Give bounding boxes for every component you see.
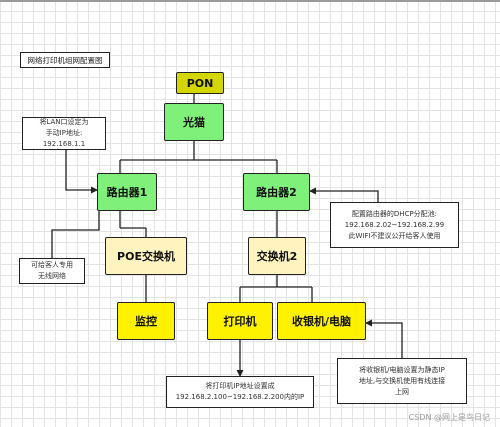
- note-guest-wifi: 可给客人专用 无线网络: [19, 258, 85, 284]
- node-pon: PON: [176, 72, 224, 94]
- node-poe-switch: POE交换机: [105, 237, 187, 275]
- callout-guest-wifi: [51, 211, 100, 258]
- note-lan-ip: 将LAN口设定为 手动IP地址: 192.168.1.1: [22, 117, 106, 150]
- node-router-2: 路由器2: [243, 173, 310, 211]
- note-dhcp: 配置路由器的DHCP分配池: 192.168.2.02~192.168.2.99…: [330, 202, 459, 248]
- node-printer: 打印机: [207, 302, 273, 340]
- node-cashier-pc: 收银机/电脑: [277, 302, 366, 340]
- node-monitor: 监控: [117, 302, 175, 340]
- callout-lan-ip: [65, 150, 98, 194]
- node-router-1: 路由器1: [97, 173, 157, 211]
- callout-dhcp: [309, 187, 379, 202]
- top-border: [0, 0, 500, 2]
- note-static-ip: 将收银机/电脑设置为静态IP 地址,与交换机使用有线连接 上网: [337, 358, 467, 404]
- watermark: CSDN @网上是鸟日记: [408, 413, 490, 422]
- note-printer-ip: 将打印机IP地址设置成 192.168.2.100~192.168.2.200内…: [166, 376, 314, 408]
- callout-static-ip: [365, 319, 403, 358]
- node-modem: 光猫: [164, 103, 224, 141]
- node-switch-2: 交换机2: [248, 237, 306, 275]
- diagram-title: 网络打印机组网配置图: [20, 52, 110, 68]
